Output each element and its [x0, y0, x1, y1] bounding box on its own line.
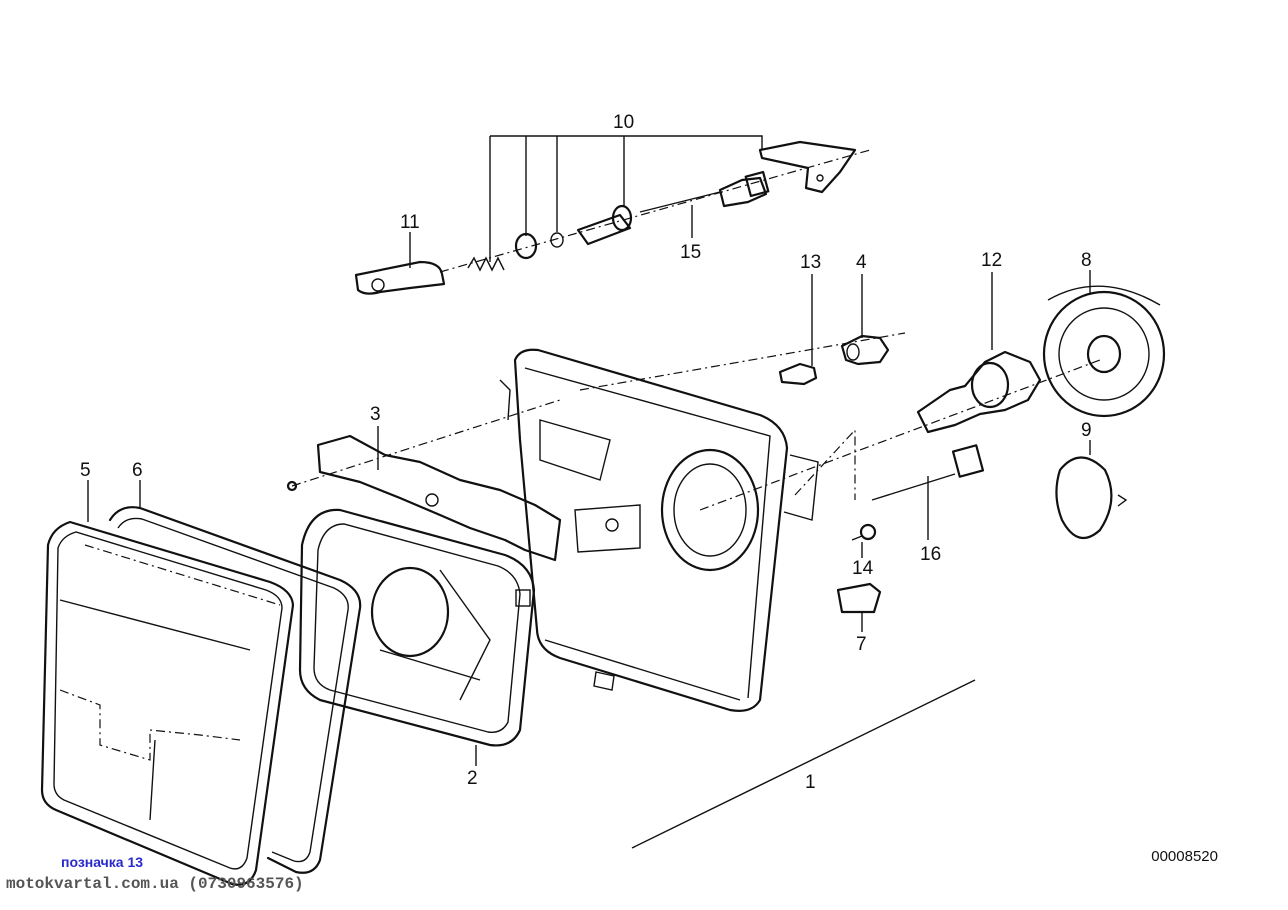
parking-bulb: [778, 362, 818, 386]
leader-10-bracket: [490, 135, 763, 150]
reflector: [298, 508, 536, 747]
retaining-spring-ring: [1055, 456, 1128, 540]
adjuster-spring-set: [467, 204, 633, 272]
callout-6: 6: [132, 460, 143, 481]
label-note: позначка 13: [61, 854, 144, 870]
lens-gasket: [108, 506, 362, 874]
watermark: motokvartal.com.ua (0730963576): [6, 875, 304, 893]
callout-11: 11: [400, 212, 420, 233]
front-lens: [40, 520, 295, 886]
long-adjusting-screw: [871, 444, 985, 501]
assembly-axis-top: [439, 149, 871, 273]
callout-8: 8: [1081, 250, 1092, 271]
callout-9: 9: [1081, 420, 1092, 441]
callout-10: 10: [613, 112, 634, 133]
callout-16: 16: [920, 544, 941, 565]
adjusting-screw: [639, 170, 770, 213]
mounting-bracket: [758, 140, 857, 194]
bulb-cap: [1042, 285, 1166, 418]
assembly-axis-main: [699, 359, 1101, 511]
bulb-socket: [840, 334, 890, 366]
callout-13: 13: [800, 252, 821, 273]
diagram-part-number: 00008520: [1151, 848, 1218, 865]
adjuster-bracket: [354, 260, 446, 295]
headlight-housing: [499, 348, 819, 712]
callout-3: 3: [370, 404, 381, 425]
callout-4: 4: [856, 252, 867, 273]
h4-bulb: [916, 350, 1042, 434]
callout-15: 15: [680, 242, 701, 263]
assembly-axis-bulb: [579, 332, 906, 391]
callout-7: 7: [856, 634, 867, 655]
callout-14: 14: [852, 558, 874, 579]
assembly-axis-strip: [291, 399, 561, 487]
callout-1: 1: [805, 772, 816, 793]
callout-12: 12: [981, 250, 1002, 271]
small-screw: [851, 523, 877, 541]
assembly-axis-lower: [794, 428, 856, 500]
leader-1: [631, 679, 976, 849]
callout-5: 5: [80, 460, 91, 481]
callout-2: 2: [467, 768, 478, 789]
adjuster-strip: [286, 434, 562, 562]
clip-nut: [836, 582, 882, 614]
